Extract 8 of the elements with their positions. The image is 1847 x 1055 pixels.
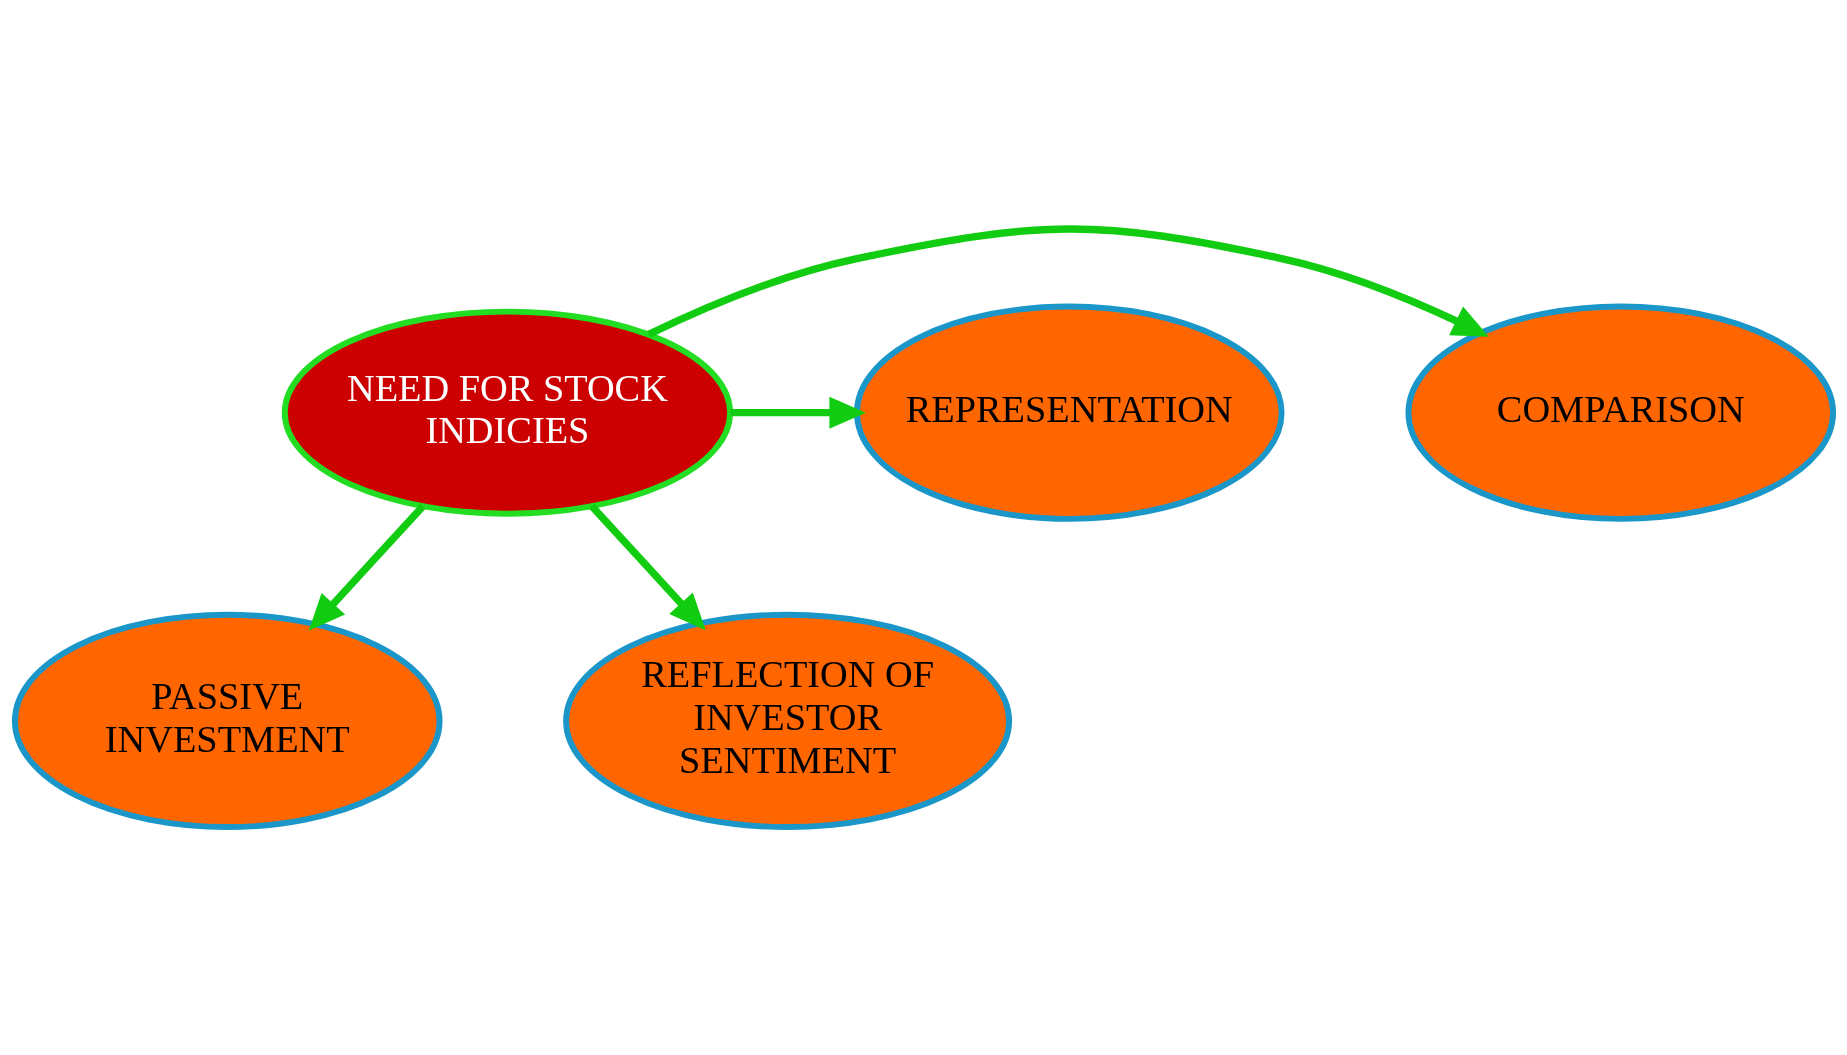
node-ellipse: PASSIVE INVESTMENT <box>11 611 443 830</box>
arrow <box>308 503 426 631</box>
arrow <box>729 396 866 429</box>
node-ellipse: NEED FOR STOCK INDICIES <box>281 308 733 517</box>
node-ellipse: REPRESENTATION <box>853 303 1285 522</box>
arrow <box>588 503 706 630</box>
node-ellipse: REFLECTION OF INVESTOR SENTIMENT <box>562 611 1012 830</box>
arrow <box>646 224 1489 338</box>
